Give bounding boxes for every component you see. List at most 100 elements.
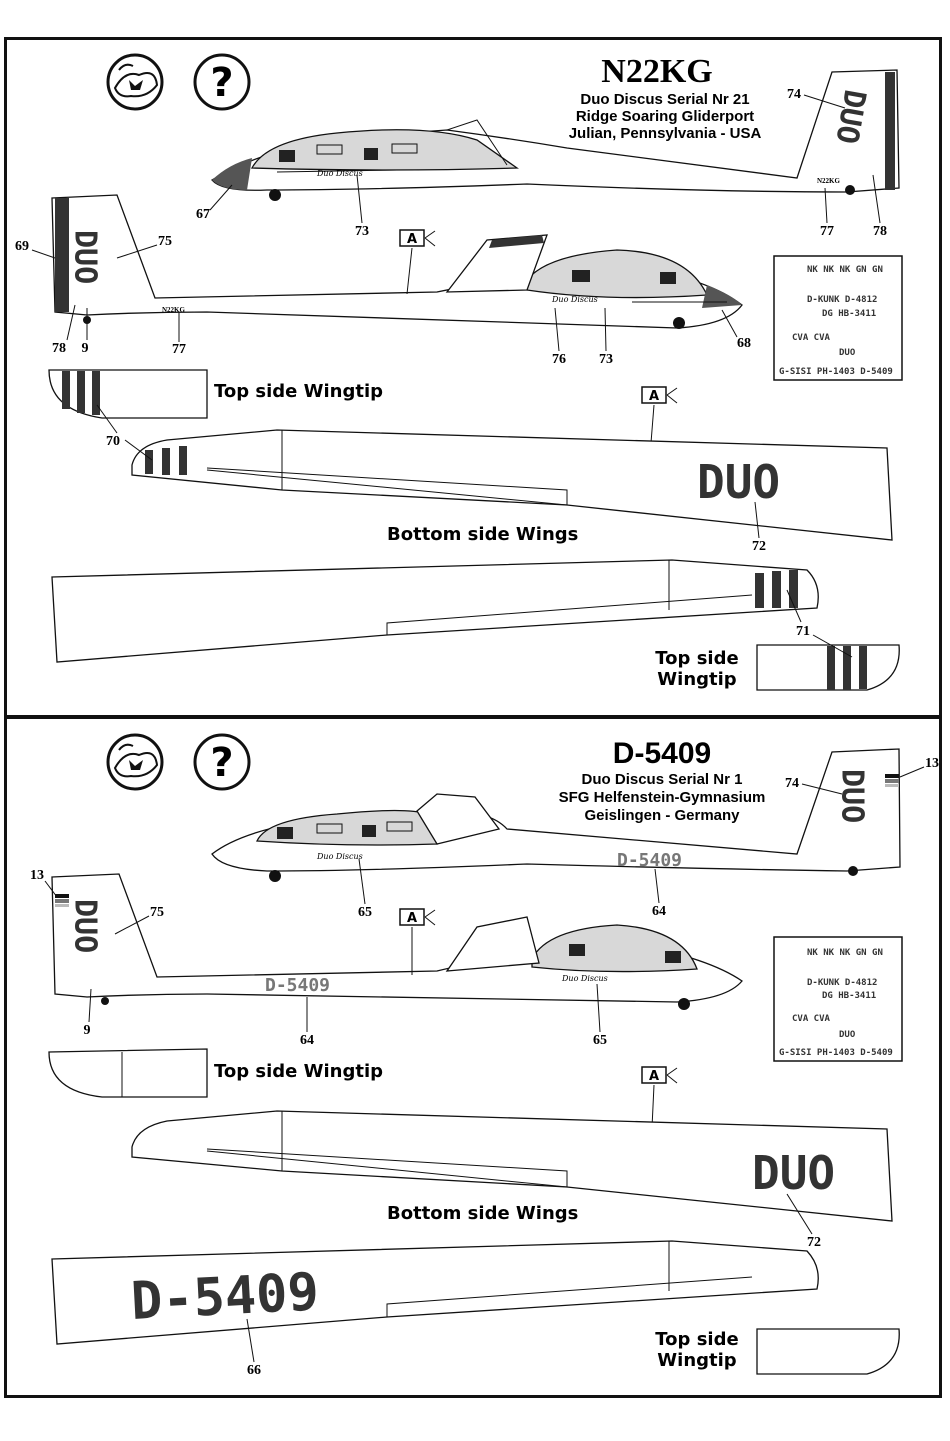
wingtip-top-3: [48, 1048, 208, 1098]
view-marker-label-4: A: [649, 1069, 659, 1084]
wingtip-top-2: [756, 644, 900, 691]
registration-title-2: D-5409: [613, 737, 711, 770]
callout-75: 75: [158, 234, 172, 249]
script-mark: Duo Discus: [316, 169, 363, 178]
svg-text:DUO: DUO: [839, 348, 856, 358]
panel-d5409-drawing: ? D-5409 Duo Discus Serial Nr 1 SFG Helf…: [30, 733, 939, 1378]
svg-text:D-KUNK D-4812: D-KUNK D-4812: [807, 978, 877, 988]
svg-text:DG HB-3411: DG HB-3411: [822, 309, 876, 319]
callout-65a: 65: [358, 905, 372, 920]
callout-72: 72: [752, 539, 766, 554]
fin-duo-text-left: DUO: [68, 230, 103, 284]
wing-reg-text: D-5409: [130, 1262, 321, 1332]
wingtip-top-1: [48, 369, 208, 419]
callout-13b: 13: [30, 868, 44, 883]
subtitle-2: Ridge Soaring Gliderport: [576, 108, 754, 125]
callout-9: 9: [82, 341, 89, 356]
decal-sheet-thumbnail: NK NK NK GN GN D-KUNK D-4812 DG HB-3411 …: [773, 255, 903, 381]
svg-text:CVA CVA: CVA CVA: [792, 333, 831, 343]
callout-74-2: 74: [785, 776, 799, 791]
view-marker-a-3: A: [399, 908, 436, 975]
view-marker-a-4: A: [641, 1066, 678, 1150]
wing-bottom-2: DUO: [131, 1110, 893, 1222]
svg-text:NK NK NK GN GN: NK NK NK GN GN: [807, 948, 883, 958]
callout-66: 66: [247, 1363, 261, 1378]
subtitle-2-1: Duo Discus Serial Nr 1: [582, 771, 743, 788]
decal-logo-icon-2: [106, 733, 164, 791]
wing-top-1: [51, 559, 819, 663]
glider-side-view-left-2: DUO D-5409 Duo Discus: [51, 873, 743, 1010]
wingtip-top-4: [756, 1328, 900, 1375]
callout-13a: 13: [925, 756, 939, 771]
svg-text:G-SISI PH-1403 D-5409: G-SISI PH-1403 D-5409: [779, 367, 893, 377]
view-marker-label-3: A: [407, 911, 417, 926]
script-mark-left: Duo Discus: [551, 295, 598, 304]
fuselage-reg-small-left: N22KG: [162, 306, 186, 314]
fuselage-reg-left-2: D-5409: [265, 975, 330, 996]
panel-n22kg: ? N22KG Duo Discus Serial Nr 21 Ridge So…: [4, 37, 942, 718]
question-mark-icon: ?: [193, 53, 251, 111]
callout-78b: 78: [52, 341, 66, 356]
callout-68: 68: [737, 336, 751, 351]
wing-duo-text: DUO: [697, 455, 780, 509]
registration-title: N22KG: [601, 53, 712, 90]
glider-side-view-right: DUO N22KG Duo Discus: [211, 69, 900, 201]
callout-73b: 73: [599, 352, 613, 367]
decal-sheet-thumbnail-2: NK NK NK GN GN D-KUNK D-4812 DG HB-3411 …: [773, 936, 903, 1062]
view-marker-label-2: A: [649, 389, 659, 404]
decal-logo-icon: [106, 53, 164, 111]
subtitle-1: Duo Discus Serial Nr 21: [580, 91, 749, 108]
callout-67: 67: [196, 207, 210, 222]
bottom-wings-label: Bottom side Wings: [387, 524, 578, 545]
wing-duo-text-2: DUO: [752, 1146, 835, 1200]
subtitle-2-3: Geislingen - Germany: [584, 807, 740, 824]
top-wingtip-label-4a: Top side: [655, 1329, 738, 1350]
callout-77a: 77: [820, 224, 834, 239]
callout-70: 70: [106, 434, 120, 449]
callout-71: 71: [796, 624, 810, 639]
top-wingtip-label-4b: Wingtip: [657, 1350, 736, 1371]
callout-69: 69: [15, 239, 29, 254]
subtitle-2-2: SFG Helfenstein-Gymnasium: [559, 789, 766, 806]
svg-text:?: ?: [210, 60, 233, 106]
top-wingtip-label-3: Top side Wingtip: [214, 1061, 383, 1082]
fin-duo-text-left-2: DUO: [68, 899, 103, 953]
callout-78a: 78: [873, 224, 887, 239]
callout-65b: 65: [593, 1033, 607, 1048]
question-mark-icon-2: ?: [193, 733, 251, 791]
glider-side-view-left: DUO N22KG Duo Discus: [51, 194, 743, 329]
callout-64a: 64: [652, 904, 666, 919]
svg-text:?: ?: [210, 740, 233, 786]
callout-74: 74: [787, 87, 801, 102]
panel-n22kg-drawing: ? N22KG Duo Discus Serial Nr 21 Ridge So…: [15, 53, 903, 691]
callout-76: 76: [552, 352, 566, 367]
fuselage-reg-small: N22KG: [817, 177, 841, 185]
callouts-2: 13 74 13 75 65 64 9 64 65 72 66: [30, 756, 939, 1378]
script-mark-2: Duo Discus: [316, 852, 363, 861]
wing-top-2: D-5409: [51, 1240, 819, 1345]
top-wingtip-label-2a: Top side: [655, 648, 738, 669]
callout-9-2: 9: [84, 1023, 91, 1038]
callout-73a: 73: [355, 224, 369, 239]
wing-bottom-1: DUO: [131, 429, 893, 541]
svg-text:NK NK NK GN GN: NK NK NK GN GN: [807, 265, 883, 275]
panel-d5409: ? D-5409 Duo Discus Serial Nr 1 SFG Helf…: [4, 716, 942, 1398]
subtitle-3: Julian, Pennsylvania - USA: [569, 125, 762, 142]
top-wingtip-label-2b: Wingtip: [657, 669, 736, 690]
svg-text:G-SISI PH-1403 D-5409: G-SISI PH-1403 D-5409: [779, 1048, 893, 1058]
svg-text:DG HB-3411: DG HB-3411: [822, 991, 876, 1001]
callout-77b: 77: [172, 342, 186, 357]
callout-72-2: 72: [807, 1235, 821, 1250]
top-wingtip-label: Top side Wingtip: [214, 381, 383, 402]
svg-text:CVA CVA: CVA CVA: [792, 1014, 831, 1024]
view-marker-label: A: [407, 232, 417, 247]
view-marker-a: A: [399, 229, 436, 295]
callout-75-2: 75: [150, 905, 164, 920]
svg-text:D-KUNK D-4812: D-KUNK D-4812: [807, 295, 877, 305]
svg-text:DUO: DUO: [839, 1030, 856, 1040]
bottom-wings-label-2: Bottom side Wings: [387, 1203, 578, 1224]
callout-64b: 64: [300, 1033, 314, 1048]
script-mark-left-2: Duo Discus: [561, 974, 608, 983]
callouts: 74 67 73 77 78 69 75 78 9 77 76 73 68 70…: [15, 87, 887, 658]
glider-side-view-right-2: DUO D-5409 Duo Discus: [211, 748, 901, 882]
